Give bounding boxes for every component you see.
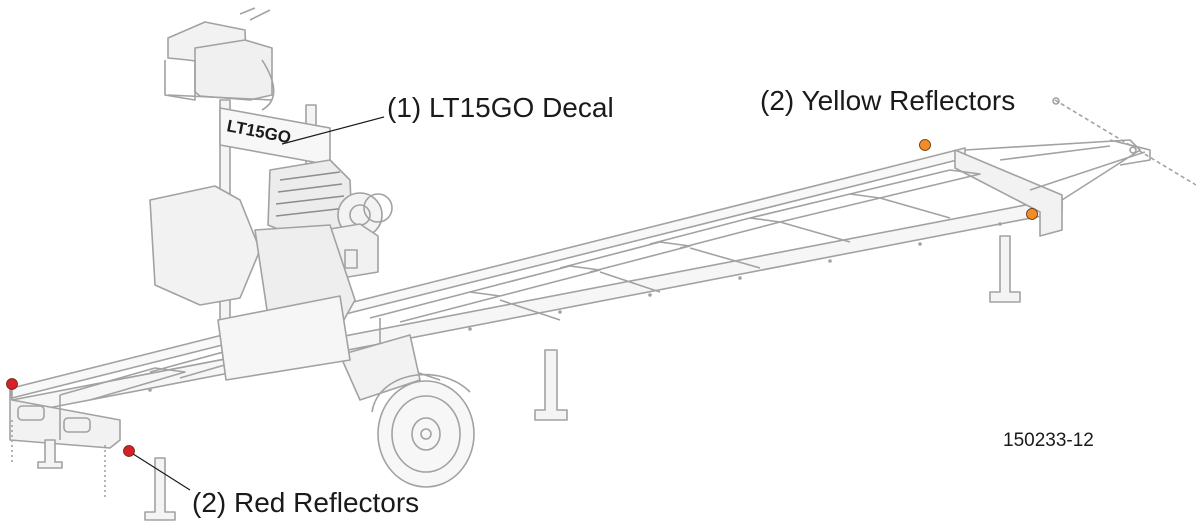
decal-callout-label: (1) LT15GO Decal bbox=[387, 92, 614, 123]
red-reflector-leader-line bbox=[129, 451, 191, 491]
band-wheel-housing bbox=[149, 185, 261, 306]
yellow-reflector-side bbox=[1026, 208, 1038, 220]
hitch-tongue bbox=[964, 97, 1196, 201]
decal-leader-line bbox=[281, 116, 385, 145]
box-latch bbox=[344, 249, 358, 269]
part-number-label: 150233-12 bbox=[1003, 430, 1094, 451]
frame-front-end-plate bbox=[9, 387, 121, 449]
safety-chains bbox=[11, 420, 106, 498]
saw-carriage bbox=[217, 295, 351, 381]
fuel-tank bbox=[164, 21, 273, 101]
red-reflectors-callout-label: (2) Red Reflectors bbox=[192, 487, 420, 518]
crank-wheel bbox=[363, 193, 393, 223]
sawmill-frame-drawing: LT15GO bbox=[9, 7, 1196, 521]
red-reflector-side bbox=[123, 445, 135, 457]
hose-loop bbox=[239, 7, 275, 111]
bed-cross-members bbox=[59, 169, 981, 440]
reflectors bbox=[6, 139, 1038, 457]
rail-bolt-holes bbox=[148, 222, 1002, 392]
end-plate-slot bbox=[17, 405, 45, 421]
frame-rear-end-plate bbox=[954, 149, 1063, 237]
yellow-reflector-rear bbox=[919, 139, 931, 151]
frame-legs bbox=[37, 235, 1021, 521]
yellow-reflectors-callout-label: (2) Yellow Reflectors bbox=[760, 85, 1016, 116]
axle-bracket bbox=[339, 334, 421, 401]
red-reflector-front bbox=[6, 378, 18, 390]
fender bbox=[371, 373, 471, 413]
end-plate-slot bbox=[63, 417, 91, 433]
wheel bbox=[377, 380, 475, 488]
